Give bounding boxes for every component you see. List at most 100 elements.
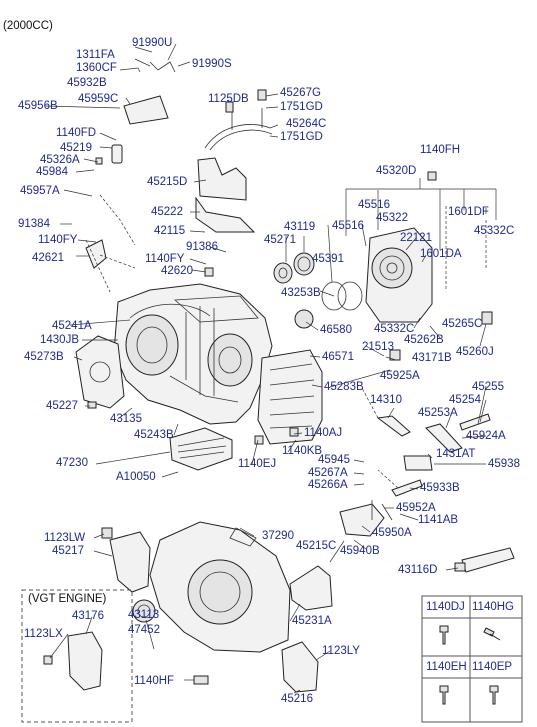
part-label-45243b[interactable]: 45243B xyxy=(134,429,174,441)
part-label-91990u[interactable]: 91990U xyxy=(132,37,173,49)
part-label-47452[interactable]: 47452 xyxy=(128,624,160,636)
part-label-a10050[interactable]: A10050 xyxy=(116,471,156,483)
part-label-1430jb[interactable]: 1430JB xyxy=(40,334,80,346)
part-label-1140hf[interactable]: 1140HF xyxy=(134,675,175,687)
part-label-1123lx[interactable]: 1123LX xyxy=(24,628,63,640)
part-label-45322[interactable]: 45322 xyxy=(376,212,408,224)
part-label-1125db[interactable]: 1125DB xyxy=(208,93,249,105)
part-label-43116d[interactable]: 43116D xyxy=(398,564,438,576)
part-label-45260j[interactable]: 45260J xyxy=(456,346,494,358)
part-label-45267g[interactable]: 45267G xyxy=(280,87,321,99)
part-label-1140ej[interactable]: 1140EJ xyxy=(238,458,277,470)
part-label-45255[interactable]: 45255 xyxy=(472,381,504,393)
part-label-45253a[interactable]: 45253A xyxy=(418,407,458,419)
part-label-45217[interactable]: 45217 xyxy=(52,545,84,557)
part-label-1140fy[interactable]: 1140FY xyxy=(38,234,78,246)
part-label-45952a[interactable]: 45952A xyxy=(396,502,436,514)
part-label-45273b[interactable]: 45273B xyxy=(24,351,64,363)
part-label-45262b[interactable]: 45262B xyxy=(404,334,444,346)
part-label-45271[interactable]: 45271 xyxy=(264,234,296,246)
part-label-45959c[interactable]: 45959C xyxy=(78,93,119,105)
part-label-91384[interactable]: 91384 xyxy=(18,218,50,230)
part-label-22121[interactable]: 22121 xyxy=(400,232,432,244)
part-label-43253b[interactable]: 43253B xyxy=(281,287,321,299)
part-label-45216[interactable]: 45216 xyxy=(281,693,313,705)
part-label-1311fa[interactable]: 1311FA xyxy=(76,49,115,61)
part-label-1140kb[interactable]: 1140KB xyxy=(282,445,323,457)
part-label-1141ab[interactable]: 1141AB xyxy=(418,514,459,526)
vgt-engine-title: (VGT ENGINE) xyxy=(28,593,107,605)
part-label-91386[interactable]: 91386 xyxy=(186,241,218,253)
side-cover-45273b xyxy=(75,335,125,409)
part-label-45283b[interactable]: 45283B xyxy=(324,381,364,393)
bracket-43176 xyxy=(67,631,103,691)
part-label-46580[interactable]: 46580 xyxy=(320,324,352,336)
part-label-45241a[interactable]: 45241A xyxy=(52,320,92,332)
part-label-1601df[interactable]: 1601DF xyxy=(448,206,489,218)
part-label-45219[interactable]: 45219 xyxy=(60,142,92,154)
part-label-1140fy-2[interactable]: 1140FY xyxy=(145,253,185,265)
part-label-1140aj[interactable]: 1140AJ xyxy=(304,427,343,439)
part-label-45924a[interactable]: 45924A xyxy=(466,430,506,442)
part-label-1123lw[interactable]: 1123LW xyxy=(44,532,86,544)
part-label-45227[interactable]: 45227 xyxy=(46,400,78,412)
part-label-1360cf[interactable]: 1360CF xyxy=(76,62,117,74)
part-label-45956b[interactable]: 45956B xyxy=(18,100,58,112)
part-label-45267a[interactable]: 45267A xyxy=(308,467,348,479)
part-label-46571[interactable]: 46571 xyxy=(322,351,354,363)
part-label-43113[interactable]: 43113 xyxy=(128,609,160,621)
part-label-45940b[interactable]: 45940B xyxy=(340,545,380,557)
part-label-45391[interactable]: 45391 xyxy=(312,253,344,265)
part-label-43171b[interactable]: 43171B xyxy=(412,352,452,364)
part-label-42621[interactable]: 42621 xyxy=(32,252,64,264)
misc-bolts xyxy=(43,89,493,685)
part-label-1140fd[interactable]: 1140FD xyxy=(56,127,97,139)
part-label-45332c[interactable]: 45332C xyxy=(474,225,515,237)
part-label-91990s[interactable]: 91990S xyxy=(192,58,232,70)
table-cell-r2c2[interactable]: 1140EP xyxy=(472,661,513,673)
part-label-45332c-2[interactable]: 45332C xyxy=(374,323,415,335)
part-label-21513[interactable]: 21513 xyxy=(362,341,394,353)
oil-pump-assembly xyxy=(365,227,433,323)
part-label-45938[interactable]: 45938 xyxy=(488,458,520,470)
part-label-1751gd[interactable]: 1751GD xyxy=(280,101,323,113)
part-label-45265c[interactable]: 45265C xyxy=(442,318,483,330)
part-label-45932b[interactable]: 45932B xyxy=(67,77,107,89)
part-label-45254[interactable]: 45254 xyxy=(449,394,481,406)
part-label-45326a[interactable]: 45326A xyxy=(40,154,80,166)
part-label-1751gd-2[interactable]: 1751GD xyxy=(280,131,323,143)
part-label-45925a[interactable]: 45925A xyxy=(380,370,420,382)
part-label-45222[interactable]: 45222 xyxy=(151,206,183,218)
part-label-45231a[interactable]: 45231A xyxy=(292,615,332,627)
part-label-45984[interactable]: 45984 xyxy=(36,166,68,178)
part-label-43119[interactable]: 43119 xyxy=(284,221,316,233)
part-label-14310[interactable]: 14310 xyxy=(370,394,402,406)
part-label-43176[interactable]: 43176 xyxy=(72,610,104,622)
part-label-45215c[interactable]: 45215C xyxy=(296,540,337,552)
part-label-1431at[interactable]: 1431AT xyxy=(436,448,476,460)
part-label-45945[interactable]: 45945 xyxy=(318,454,350,466)
part-label-45266a[interactable]: 45266A xyxy=(308,479,348,491)
part-label-43135[interactable]: 43135 xyxy=(110,413,142,425)
table-cell-r1c1[interactable]: 1140DJ xyxy=(426,601,465,613)
table-cell-r1c2[interactable]: 1140HG xyxy=(472,601,514,613)
part-label-47230[interactable]: 47230 xyxy=(56,457,88,469)
part-label-37290[interactable]: 37290 xyxy=(262,530,294,542)
part-label-45516-a[interactable]: 45516 xyxy=(358,199,390,211)
part-label-42115[interactable]: 42115 xyxy=(154,225,186,237)
part-label-45957a[interactable]: 45957A xyxy=(20,185,60,197)
part-label-1123ly[interactable]: 1123LY xyxy=(322,645,360,657)
part-label-1601da[interactable]: 1601DA xyxy=(420,248,462,260)
part-label-45950a[interactable]: 45950A xyxy=(372,527,412,539)
part-label-45320d[interactable]: 45320D xyxy=(376,165,417,177)
oil-strainer xyxy=(169,427,233,471)
part-label-45516-b[interactable]: 45516 xyxy=(332,220,364,232)
part-label-45933b[interactable]: 45933B xyxy=(420,482,460,494)
part-label-1140fh[interactable]: 1140FH xyxy=(420,144,461,156)
part-label-42620[interactable]: 42620 xyxy=(161,265,193,277)
cooler-pipe-45264c xyxy=(204,108,273,151)
table-cell-r2c1[interactable]: 1140EH xyxy=(426,661,467,673)
part-label-45264c[interactable]: 45264C xyxy=(286,118,327,130)
part-label-45215d[interactable]: 45215D xyxy=(147,176,188,188)
